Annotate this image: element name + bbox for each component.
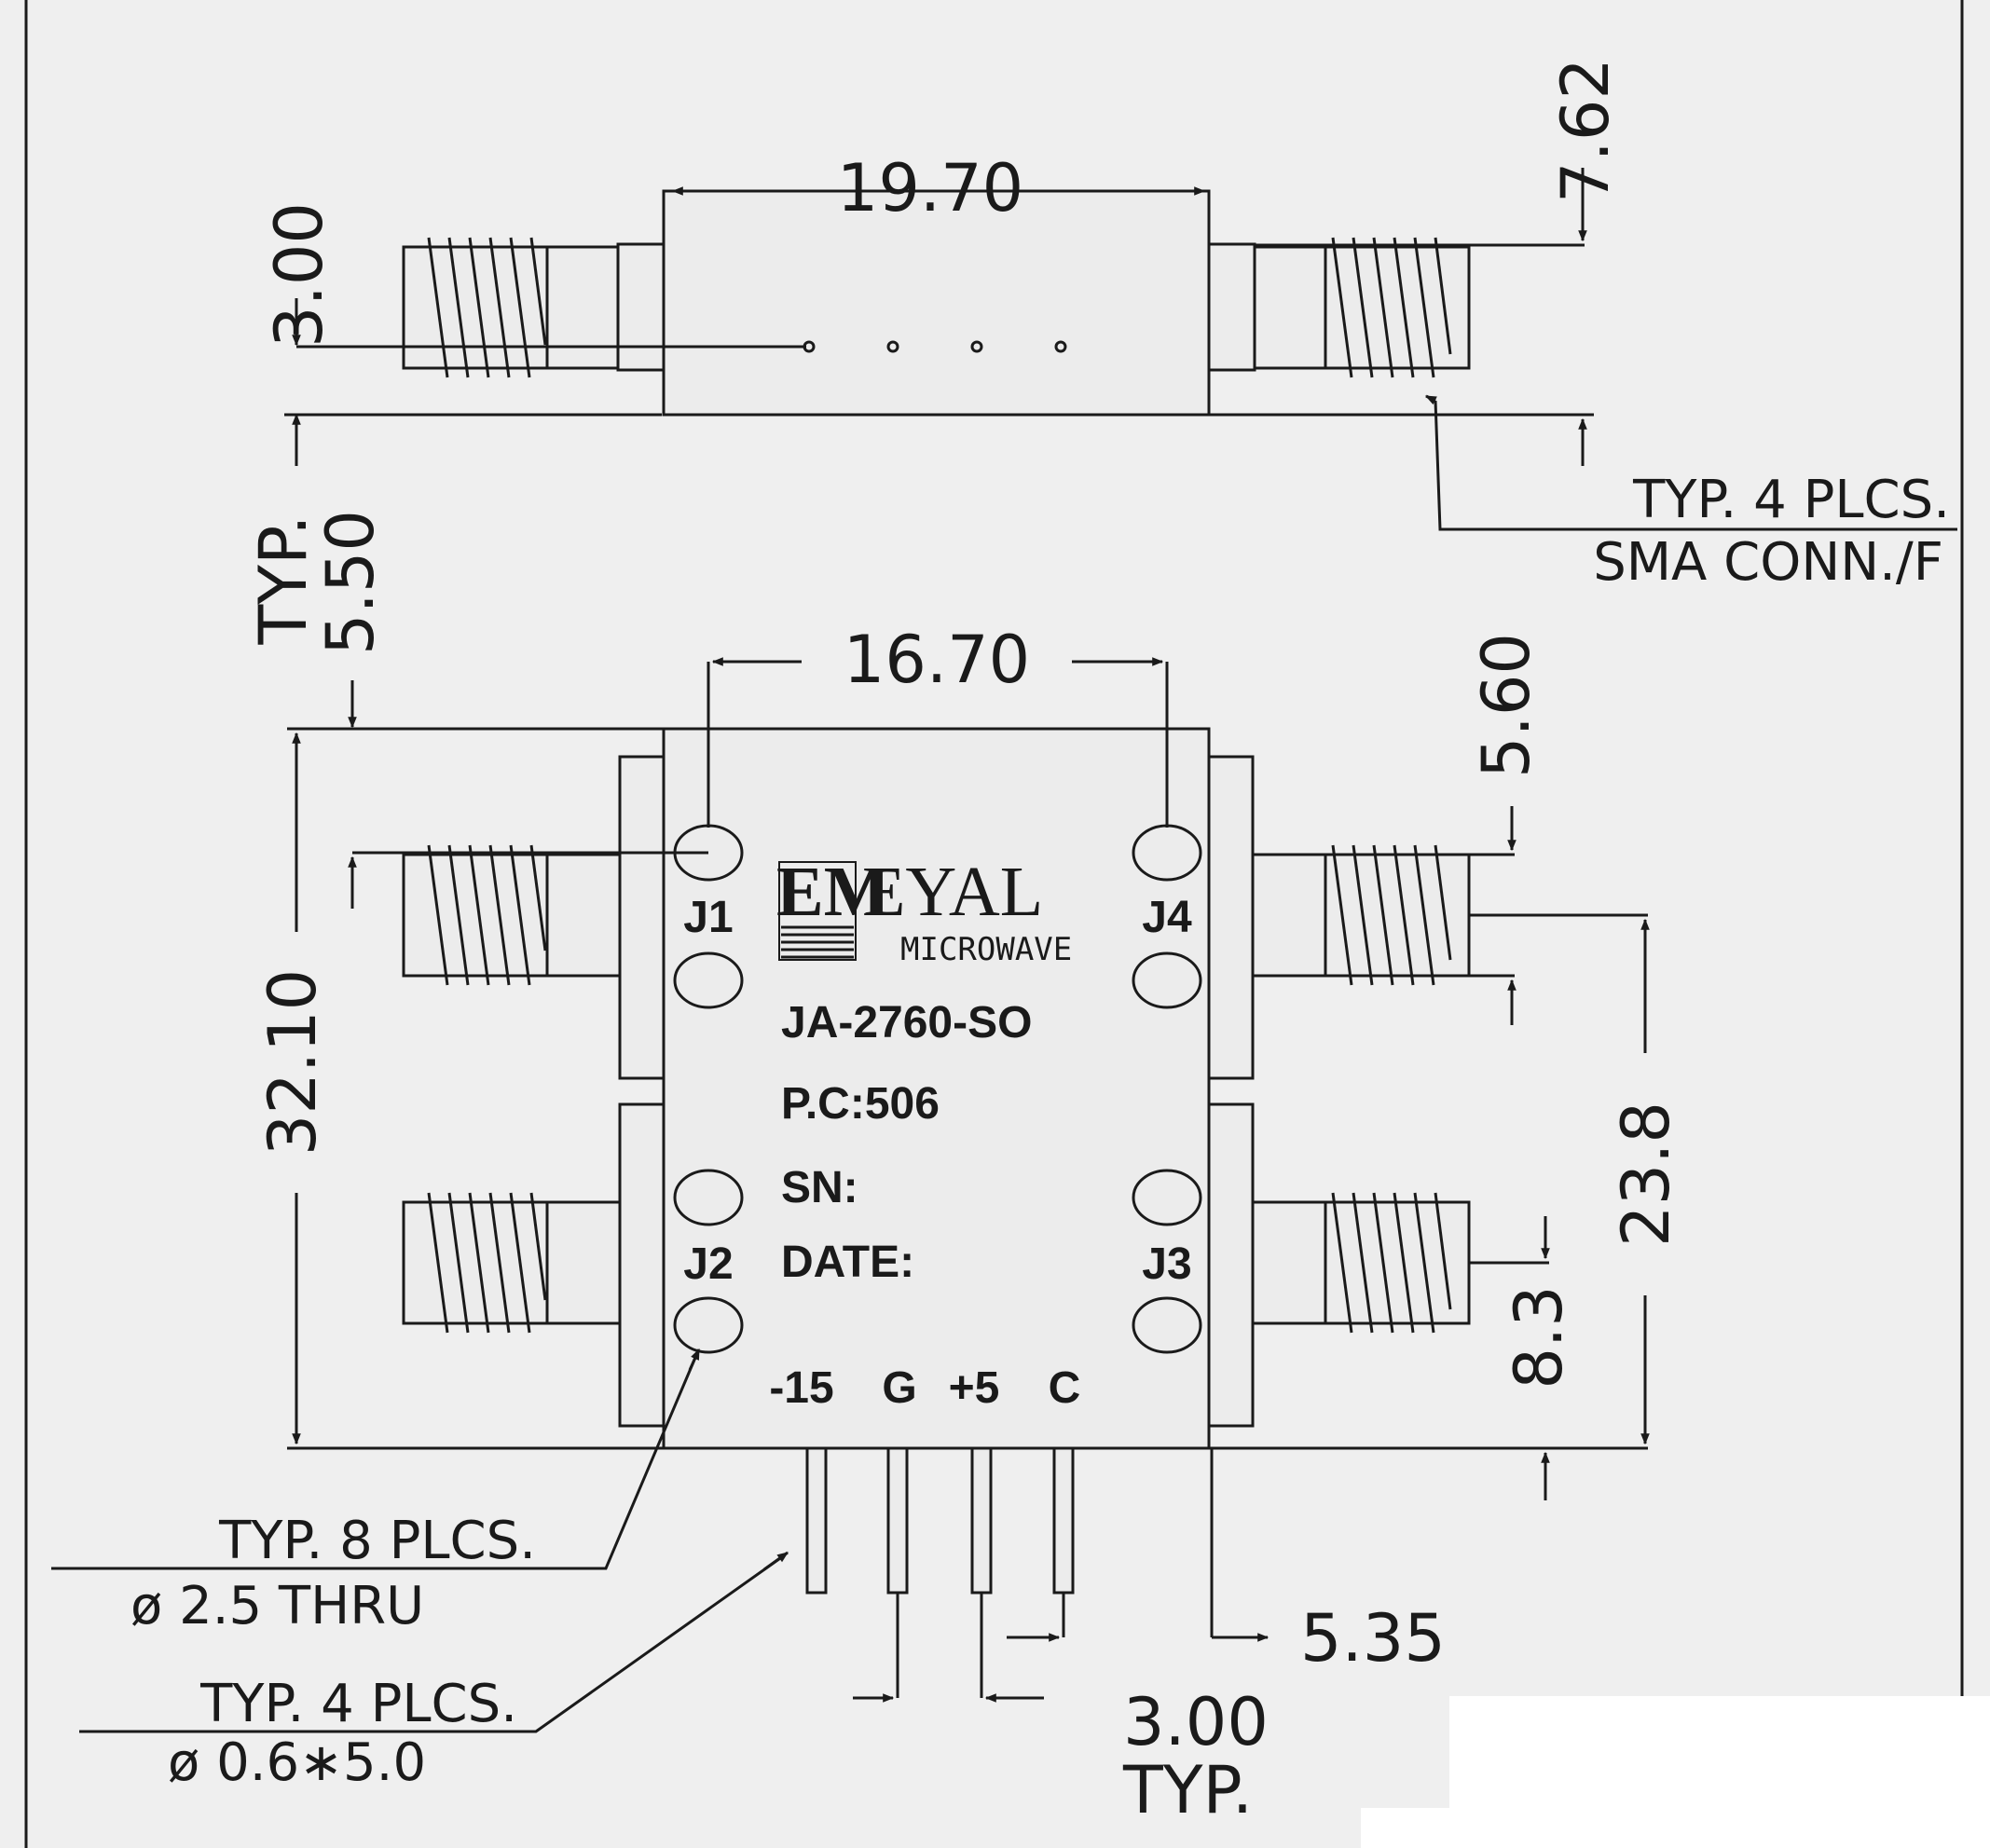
pins-leader [79, 1554, 784, 1733]
blank-corner [1449, 1696, 1990, 1848]
serial-label: SN: [781, 1163, 858, 1212]
side-pin-dot [886, 340, 899, 353]
side-pin-dot [970, 340, 983, 353]
mounting-hole [1132, 1169, 1202, 1226]
pin-pitch-typ-text: TYP. [1122, 1752, 1253, 1828]
logo-em-letters: EM [776, 853, 890, 931]
pin-lead [886, 1446, 909, 1595]
flange-left-top [618, 755, 666, 1080]
dim-typ-text: TYP. [245, 514, 322, 645]
flange-right-top [1207, 755, 1255, 1080]
holes-note-line2: ø 2.5 THRU [130, 1576, 424, 1636]
top-view-body [662, 727, 1211, 1450]
j2-connector-thread-body [402, 1200, 549, 1325]
j3-connector-threads [1331, 1192, 1452, 1334]
port-label-j4: J4 [1142, 893, 1192, 942]
pins-note-line1: TYP. 4 PLCS. [199, 1674, 517, 1734]
j1-connector-thread-body [402, 853, 549, 978]
dim-23-8-text: 23.8 [1608, 1102, 1684, 1247]
side-right-connector-shank [1253, 245, 1327, 370]
mounting-hole [673, 1169, 744, 1226]
pin-lead [1052, 1446, 1075, 1595]
j3-connector-shank [1251, 1200, 1327, 1325]
port-label-j2: J2 [683, 1239, 733, 1289]
j2-connector-shank [545, 1200, 622, 1325]
dim-16-70-text: 16.70 [844, 622, 1030, 698]
j1-connector-shank [545, 853, 622, 978]
dim-3-00-text: 3.00 [261, 202, 337, 348]
pin-label-g: G [882, 1363, 916, 1413]
holes-leader [51, 1352, 699, 1570]
eyal-microwave-logo: EM EYAL MICROWAVE [776, 853, 1072, 968]
pins-note-line2: ø 0.6∗5.0 [168, 1732, 426, 1793]
pc-number: P.C:506 [781, 1079, 940, 1129]
j1-connector-threads [427, 844, 547, 986]
port-label-j1: J1 [683, 893, 733, 942]
dim-19-70-text: 19.70 [837, 150, 1023, 226]
mounting-hole [673, 1296, 744, 1354]
dim-5-50-text: 5.50 [312, 510, 389, 655]
date-label: DATE: [781, 1238, 914, 1287]
logo-name: EYAL [862, 853, 1043, 931]
mounting-hole [1132, 1296, 1202, 1354]
part-number: JA-2760-SO [781, 998, 1032, 1047]
side-left-connector-shank [545, 245, 620, 370]
j2-connector-threads [427, 1192, 547, 1334]
dim-8-3-text: 8.3 [1501, 1285, 1577, 1389]
blank-corner-step [1361, 1808, 1454, 1848]
pin-label-plus5: +5 [949, 1363, 1000, 1413]
dim-7-62-text: 7.62 [1547, 58, 1624, 203]
dim-32-10-text: 32.10 [254, 969, 331, 1156]
flange-right-bottom [1207, 1102, 1255, 1428]
mounting-hole [1132, 951, 1202, 1009]
j4-connector-threads [1331, 844, 1452, 986]
top-view: J1 J2 J3 J4 EM EYAL MICROWAVE JA-2760-SO… [402, 727, 1471, 1595]
side-left-flange [616, 242, 666, 372]
sma-leader [1434, 400, 1957, 531]
dim-5-60-text: 5.60 [1468, 633, 1544, 778]
side-right-connector-threads [1331, 237, 1452, 378]
pin-lead [805, 1446, 828, 1595]
flange-left-bottom [618, 1102, 666, 1428]
side-view [296, 189, 1471, 417]
pin-label-c: C [1049, 1363, 1081, 1413]
holes-note-line1: TYP. 8 PLCS. [218, 1511, 536, 1571]
j4-connector-shank [1251, 853, 1327, 978]
logo-sub: MICROWAVE [900, 931, 1072, 968]
pin-label-minus15: -15 [769, 1363, 833, 1413]
side-pin-dot [1054, 340, 1067, 353]
sma-note-line2: SMA CONN./F [1593, 532, 1943, 593]
dim-5-35-text: 5.35 [1300, 1600, 1446, 1677]
side-right-flange [1207, 242, 1256, 372]
port-label-j3: J3 [1142, 1239, 1191, 1289]
pin-pitch-text: 3.00 [1123, 1684, 1269, 1760]
pin-lead [970, 1446, 993, 1595]
sma-note-line1: TYP. 4 PLCS. [1632, 470, 1950, 530]
side-left-connector-threads [427, 237, 547, 378]
mounting-hole [673, 951, 744, 1009]
